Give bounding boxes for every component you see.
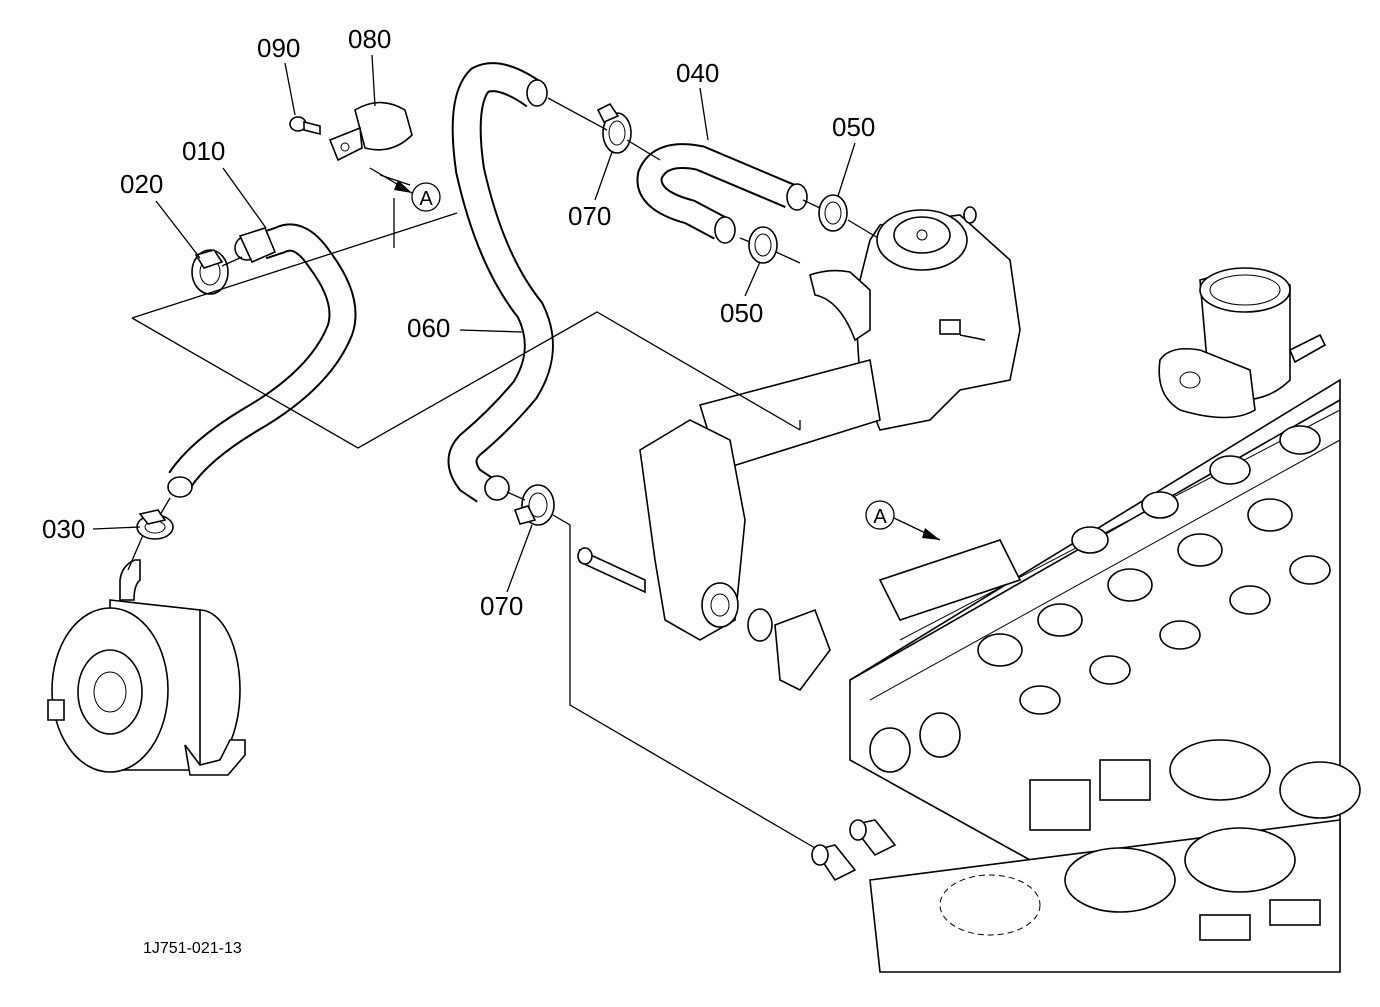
water-pipe-outlet [1158,267,1327,419]
reference-mark-a-lower: A [865,500,941,541]
svg-text:A: A [419,188,433,210]
thermostat-housing [809,206,1021,431]
reference-mark-a-upper: A [369,167,441,212]
plugs [811,819,897,882]
clamp-050-lower [748,226,778,264]
callout-040: 040 [676,58,719,88]
clamp-030 [136,509,174,540]
bolt-090 [289,116,321,136]
leader-lines [127,97,879,849]
callout-030: 030 [42,514,85,544]
callouts: 010 020 030 040 050 050 060 070 070 080 … [42,24,875,621]
clip-080 [328,101,413,162]
clamp-050-upper [818,194,848,232]
oil-cooler [47,559,246,776]
drawing-code: 1J751-021-13 [143,940,242,957]
callout-010: 010 [182,136,225,166]
callout-080: 080 [348,24,391,54]
hose-010 [167,223,357,498]
callout-050-lower: 050 [720,298,763,328]
callout-070-lower: 070 [480,591,523,621]
callout-050-upper: 050 [832,112,875,142]
cylinder-block-gasket [869,739,1361,973]
callout-070-upper: 070 [568,201,611,231]
clamp-020 [191,249,229,295]
cylinder-head [849,378,1341,881]
callout-090: 090 [257,33,300,63]
hose-060 [447,62,554,503]
head-ports [977,425,1331,715]
clamp-070-lower [513,484,555,526]
callout-020: 020 [120,169,163,199]
clamp-070-upper [596,102,632,154]
callout-060: 060 [407,313,450,343]
svg-text:A: A [873,506,887,528]
hose-040 [636,143,808,244]
egr-cooler [577,359,881,692]
